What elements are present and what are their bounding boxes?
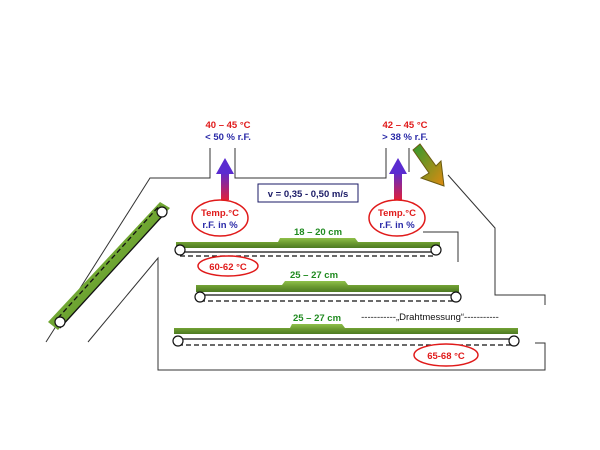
sensor-left-humidity: r.F. in % [202,220,238,231]
belt-2-thickness: 25 – 27 cm [290,270,338,281]
wire-measurement-label: -----------„Drahtmessung“----------- [361,312,499,323]
belt-1 [174,238,442,257]
sensor-left-temp: Temp.°C [201,208,239,219]
belt-3-temp: 65-68 °C [427,351,465,362]
exhaust-arrow-left [216,158,234,200]
belt-3-temp-ellipse: 65-68 °C [413,343,479,367]
belt-1-temp: 60-62 °C [209,262,247,273]
sensor-right-temp: Temp.°C [378,208,416,219]
velocity-label: v = 0,35 - 0,50 m/s [268,189,349,200]
sensor-ellipse-right: Temp.°C r.F. in % [368,199,426,237]
velocity-box: v = 0,35 - 0,50 m/s [257,183,359,203]
sensor-ellipse-left: Temp.°C r.F. in % [191,199,249,237]
belt-1-thickness: 18 – 20 cm [294,227,342,238]
belt-3-thickness: 25 – 27 cm [293,313,341,324]
dryer-housing-outline [45,148,546,371]
exhaust-right-humidity: > 38 % r.F. [382,132,428,143]
inflow-diagonal-arrow [412,143,445,187]
exhaust-left-humidity: < 50 % r.F. [205,132,251,143]
incline-feed-conveyor [48,202,170,330]
belt-3 [172,324,520,347]
belt-2 [194,281,462,303]
sensor-right-humidity: r.F. in % [379,220,415,231]
exhaust-arrow-right [389,158,407,200]
exhaust-right-temp: 42 – 45 °C [383,120,428,131]
exhaust-left-temp: 40 – 45 °C [206,120,251,131]
belt-1-temp-ellipse: 60-62 °C [197,255,259,277]
